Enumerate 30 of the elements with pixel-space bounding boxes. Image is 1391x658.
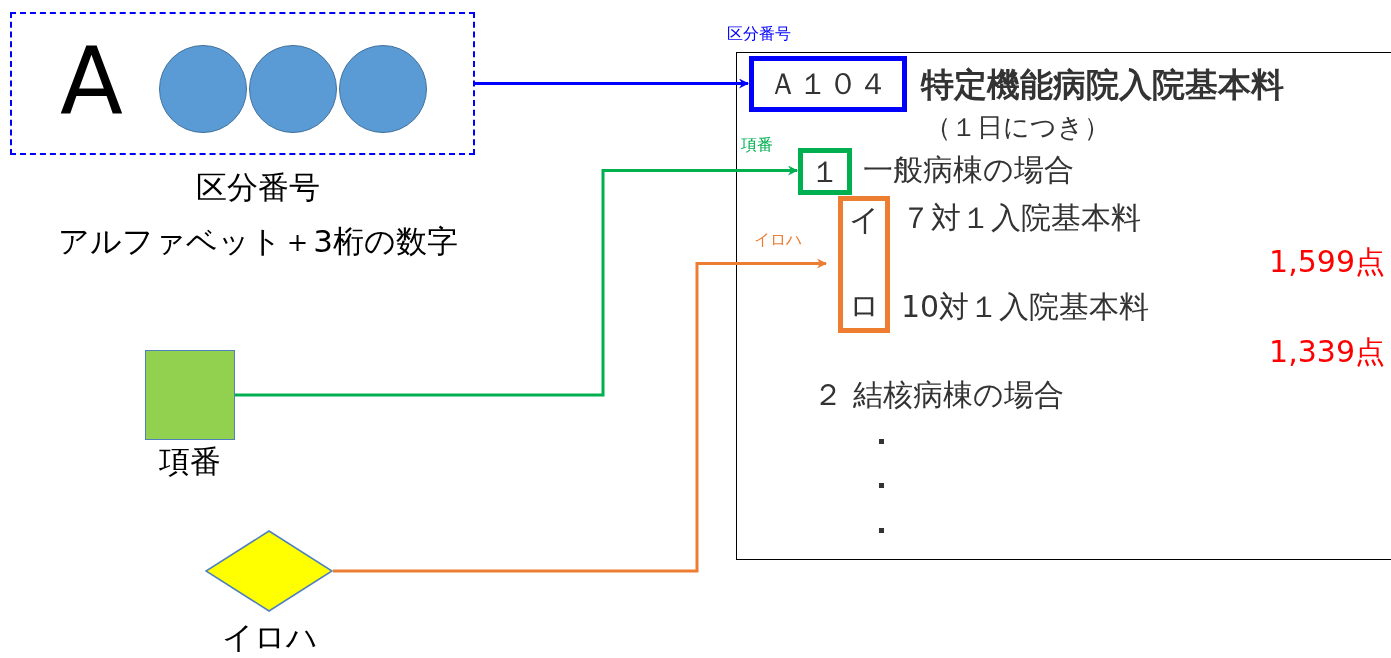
code-box bbox=[838, 196, 890, 333]
caption-text: 項番 bbox=[158, 442, 222, 481]
diamond-shape bbox=[205, 530, 333, 612]
fee-title: 特定機能病院入院基本料 bbox=[921, 64, 1284, 106]
fee-table-box bbox=[736, 52, 1391, 560]
square-shape bbox=[145, 350, 235, 440]
caption-text: 区分番号 bbox=[195, 168, 321, 207]
caption-text: イロハ bbox=[221, 618, 319, 657]
arrow bbox=[475, 78, 749, 89]
arrow bbox=[333, 258, 827, 573]
item-number: １ bbox=[810, 156, 840, 187]
letter-text: A bbox=[60, 36, 123, 128]
code-box bbox=[798, 148, 852, 195]
item-text: 10対１入院基本料 bbox=[901, 288, 1150, 326]
item-text: ２ 結核病棟の場合 bbox=[813, 376, 1064, 414]
points-value: 1,599点 bbox=[1268, 243, 1385, 281]
code-text: Ａ１０４ bbox=[768, 69, 888, 99]
caption-text: イロハ bbox=[754, 230, 803, 250]
points-value: 1,339点 bbox=[1268, 333, 1385, 371]
caption-text: アルファベット＋3桁の数字 bbox=[57, 222, 459, 261]
caption-text: 区分番号 bbox=[727, 24, 792, 44]
item-text: ７対１入院基本料 bbox=[901, 199, 1141, 237]
sub-item-mark: ロ bbox=[849, 287, 880, 325]
arrow bbox=[235, 165, 798, 397]
caption-text: 項番 bbox=[741, 135, 774, 155]
code-box bbox=[749, 56, 907, 112]
code-format-box bbox=[10, 12, 475, 155]
unit-note: （１日につき） bbox=[925, 111, 1110, 144]
item-text: 一般病棟の場合 bbox=[863, 151, 1074, 189]
sub-item-mark: イ bbox=[849, 201, 880, 239]
